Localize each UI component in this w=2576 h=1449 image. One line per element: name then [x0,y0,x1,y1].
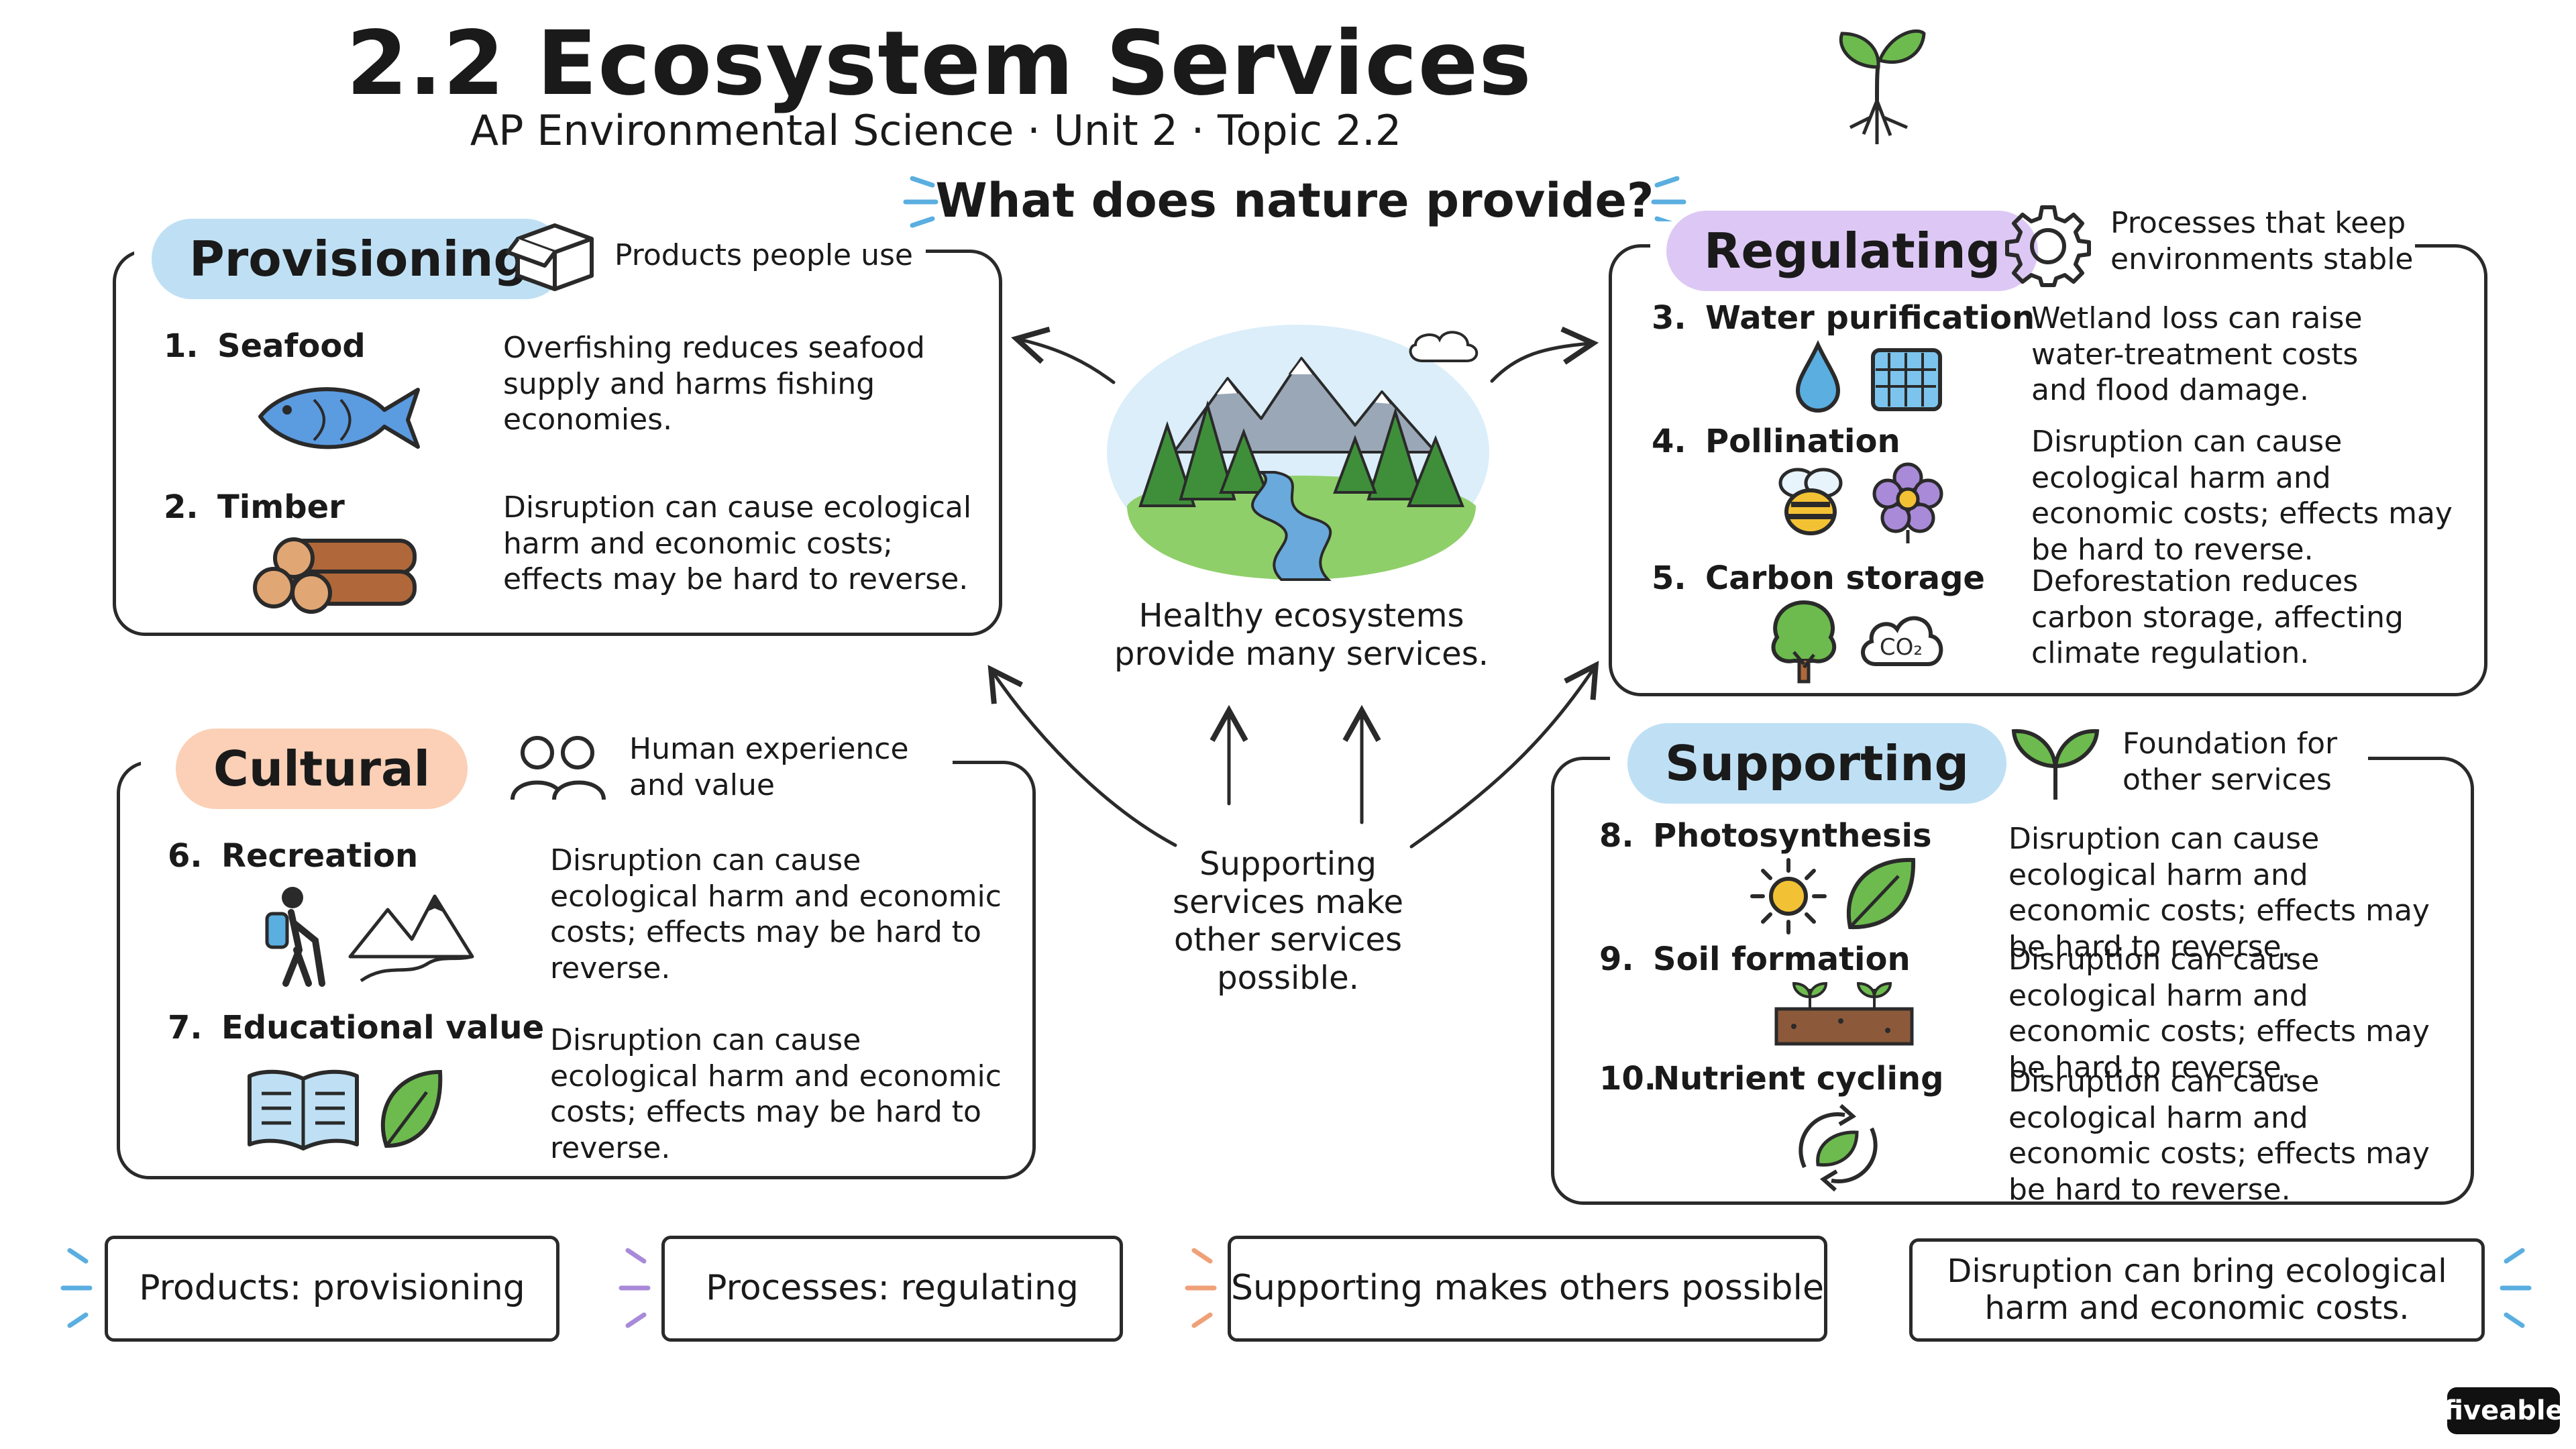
item-nutrient-cycling: 10.Nutrient cycling [1599,1060,1944,1097]
sprout-icon [1839,29,1926,144]
soil-icon [1774,981,1914,1046]
question-left-spark-icon [903,176,938,228]
mountains-icon [348,894,474,983]
cycle-icon [1799,1104,1878,1192]
item-soil-formation: 9.Soil formation [1599,941,1911,978]
item-photosynthesis: 8.Photosynthesis [1599,817,1932,855]
arrow-to-regulating [1490,326,1599,383]
cultural-tagline: Human experience and value [629,732,909,802]
pollination-description: Disruption can cause ecological harm and… [2031,425,2453,568]
carbon-storage-description: Deforestation reduces carbon storage, af… [2031,564,2404,671]
people-icon [511,736,606,800]
arrow-to-cultural [987,665,1177,847]
brand-logo: fiveable [2443,1387,2564,1434]
hiker-icon [265,887,325,987]
educational-value-description: Disruption can cause ecological harm and… [550,1023,1002,1166]
ecosystem-landscape-icon [1107,325,1489,581]
central-question: What does nature provide? [935,173,1654,228]
fish-icon [258,387,420,449]
water-filter-icon [1871,348,1942,411]
recreation-description: Disruption can cause ecological harm and… [550,843,1002,986]
soil-formation-description: Disruption can cause ecological harm and… [2008,943,2430,1085]
pill-2-spark-icon [619,1248,651,1328]
item-carbon-storage: 5.Carbon storage [1652,559,1985,597]
regulating-panel [1609,244,2487,696]
logs-icon [253,537,417,614]
gear-icon [2005,205,2091,287]
summary-disruption: Disruption can bring ecological harm and… [1909,1238,2485,1342]
leaf-icon [380,1069,443,1148]
flower-icon [1872,462,1943,543]
pill-1-spark-icon [60,1248,93,1328]
book-icon [248,1069,359,1150]
supporting-tagline: Foundation for other services [2123,727,2338,797]
pill-4-spark-icon [2500,1248,2532,1328]
item-seafood: 1.Seafood [164,327,366,365]
water-drop-icon [1795,339,1841,413]
page-title: 2.2 Ecosystem Services [346,12,1532,115]
sun-icon [1750,858,1827,934]
arrow-to-regulating-from-support [1409,660,1599,849]
item-water-purification: 3.Water purification [1652,299,2035,337]
bee-icon [1778,468,1843,535]
photosynthesis-description: Disruption can cause ecological harm and… [2008,822,2430,965]
ecosystem-label: Healthy ecosystems provide many services… [1114,597,1489,673]
item-pollination: 4.Pollination [1652,423,1900,460]
supporting-heading: Supporting [1627,723,2007,804]
seedling-icon [2011,729,2100,800]
timber-description: Disruption can cause ecological harm and… [503,490,972,597]
provisioning-tagline: Products people use [614,238,913,272]
item-educational-value: 7.Educational value [168,1009,545,1046]
water-purification-description: Wetland loss can raise water-treatment c… [2031,301,2363,408]
green-leaf-icon [1846,857,1916,930]
supporting-center-label: Supporting services make other services … [1173,845,1403,997]
co2-cloud-icon: CO₂ [1861,616,1943,666]
item-recreation: 6.Recreation [168,837,419,875]
nutrient-cycling-description: Disruption can cause ecological harm and… [2008,1065,2430,1208]
tree-icon [1771,600,1837,684]
summary-regulating: Processes: regulating [661,1236,1123,1342]
provisioning-heading: Provisioning [152,219,566,299]
page-subtitle: AP Environmental Science · Unit 2 · Topi… [470,106,1402,155]
supporting-panel [1551,757,2474,1205]
box-icon [506,223,594,291]
regulating-heading: Regulating [1666,211,2039,291]
item-timber: 2.Timber [164,488,345,526]
summary-provisioning: Products: provisioning [105,1236,559,1342]
arrow-to-provisioning [1011,326,1116,384]
co2-label: CO₂ [1880,634,1923,661]
seafood-description: Overfishing reduces seafood supply and h… [503,331,925,437]
summary-supporting: Supporting makes others possible [1228,1236,1827,1342]
regulating-tagline: Processes that keep environments stable [2110,206,2414,276]
cultural-heading: Cultural [176,729,468,809]
pill-3-spark-icon [1185,1248,1217,1328]
